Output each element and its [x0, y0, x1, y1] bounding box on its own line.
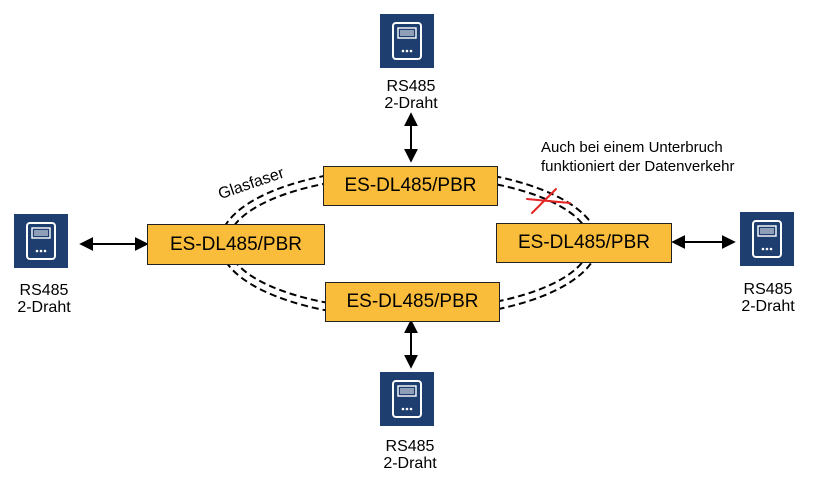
rs485-device-right — [740, 212, 794, 266]
converter-left: ES-DL485/PBR — [147, 224, 325, 265]
device-label-right: RS485 2-Draht — [728, 281, 808, 315]
device-label-line2: 2-Draht — [383, 455, 437, 472]
interruption-note: Auch bei einem Unterbruch funktioniert d… — [541, 138, 734, 176]
device-label-line2: 2-Draht — [741, 298, 795, 315]
rs485-device-icon — [26, 222, 56, 260]
device-label-line1: RS485 — [743, 281, 793, 298]
converter-right: ES-DL485/PBR — [496, 223, 672, 263]
device-label-line1: RS485 — [19, 282, 69, 299]
converter-bottom: ES-DL485/PBR — [325, 282, 500, 322]
rs485-device-icon — [392, 22, 422, 60]
interruption-note-line1: Auch bei einem Unterbruch — [541, 139, 723, 156]
converter-top: ES-DL485/PBR — [323, 166, 498, 206]
device-label-line2: 2-Draht — [384, 95, 438, 112]
rs485-links — [79, 112, 736, 369]
rs485-device-icon — [752, 220, 782, 258]
cross-break-icon — [526, 188, 571, 214]
interruption-note-line2: funktioniert der Datenverkehr — [541, 158, 735, 175]
rs485-device-icon — [392, 380, 422, 418]
rs485-device-top — [380, 14, 434, 68]
device-label-bottom: RS485 2-Draht — [370, 438, 450, 472]
device-label-line1: RS485 — [386, 78, 436, 95]
device-label-left: RS485 2-Draht — [4, 282, 84, 316]
device-label-line2: 2-Draht — [17, 299, 71, 316]
rs485-device-left — [14, 214, 68, 268]
device-label-line1: RS485 — [385, 438, 435, 455]
rs485-device-bottom — [380, 372, 434, 426]
device-label-top: RS485 2-Draht — [371, 78, 451, 112]
